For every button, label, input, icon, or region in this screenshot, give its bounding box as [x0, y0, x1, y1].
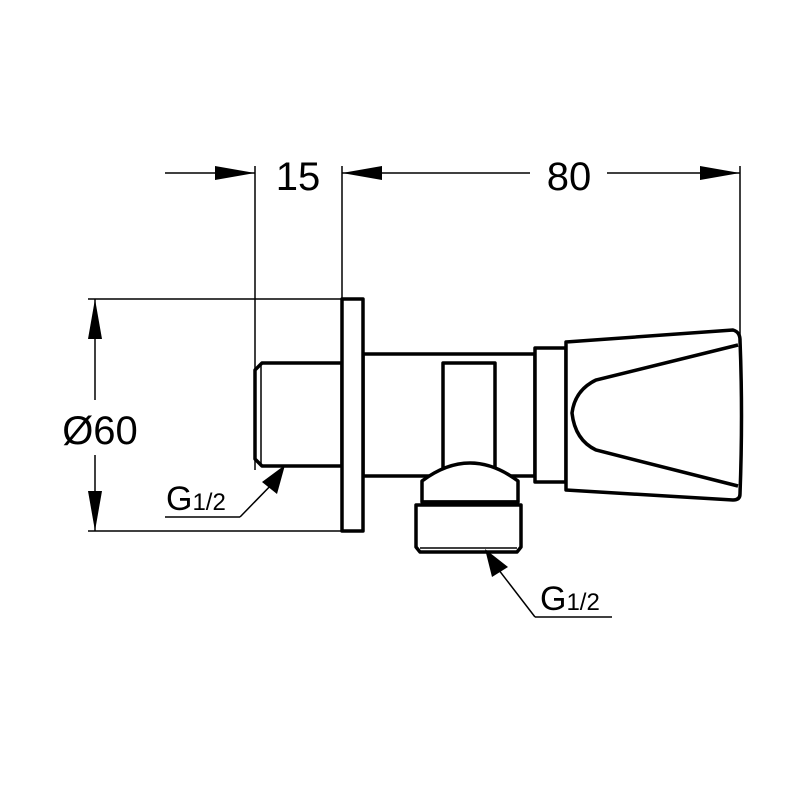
handle-collar — [533, 346, 568, 484]
arrow-head — [700, 166, 740, 180]
outlet-dome — [420, 461, 520, 504]
dimension-diameter: Ø60 — [45, 298, 342, 532]
dimension-top: 15 80 — [165, 155, 741, 470]
inlet-pipe — [253, 361, 344, 468]
arrow-head — [215, 166, 255, 180]
thread-callout-outlet: G1/2 — [485, 549, 612, 618]
outlet-nut — [414, 503, 523, 554]
wall-flange — [340, 297, 365, 533]
valve-body — [253, 297, 744, 554]
handle-groove — [570, 343, 739, 488]
handle — [564, 328, 744, 502]
outlet-stem — [441, 361, 497, 470]
dimension-15-label: 15 — [276, 155, 321, 199]
arrow-head — [342, 166, 382, 180]
diameter-60-label: Ø60 — [62, 409, 138, 453]
inlet-thread-label: G1/2 — [166, 480, 226, 518]
dimension-80-label: 80 — [547, 155, 592, 199]
outlet-thread-label: G1/2 — [540, 580, 600, 618]
thread-callout-inlet: G1/2 — [165, 465, 285, 518]
